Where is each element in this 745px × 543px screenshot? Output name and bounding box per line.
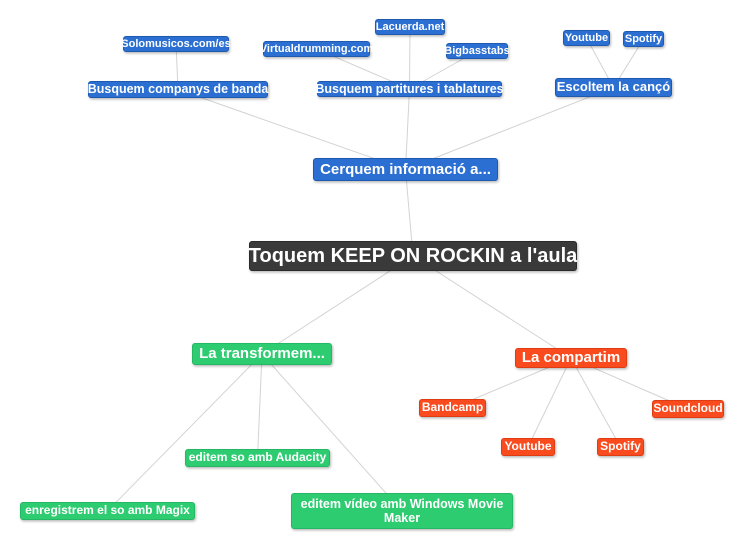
mindmap-node-busquem-partitures[interactable]: Busquem partitures i tablatures [315, 81, 504, 97]
connector-cerquem-busquem-partitures [405, 88, 410, 170]
mindmap-node-bandcamp[interactable]: Bandcamp [419, 399, 486, 417]
mindmap-node-transformem[interactable]: La transformem... [192, 343, 332, 365]
connector-compartim-spotify-red [570, 357, 621, 448]
connector-compartim-youtube-red [527, 357, 572, 448]
mindmap-node-bigbasstabs[interactable]: Bigbasstabs [444, 43, 510, 59]
mindmap-node-soundcloud[interactable]: Soundcloud [652, 400, 724, 418]
connector-transformem-moviemaker [261, 353, 403, 512]
mindmap-node-spotify-blue[interactable]: Spotify [623, 31, 664, 47]
mindmap-node-busquem-companys[interactable]: Busquem companys de banda [87, 81, 269, 98]
connector-central-transformem [261, 255, 414, 355]
mindmap-node-central[interactable]: Toquem KEEP ON ROCKIN a l'aula [249, 241, 577, 271]
mindmap-node-solomusicos[interactable]: Solomusicos.com/es [121, 36, 231, 52]
connector-central-compartim [412, 255, 572, 359]
mindmap-node-escoltem[interactable]: Escoltem la cançó [555, 78, 672, 97]
mindmap-node-youtube-red[interactable]: Youtube [501, 438, 555, 456]
connector-cerquem-busquem-companys [177, 89, 406, 170]
connector-transformem-magix [107, 353, 263, 512]
connector-cerquem-escoltem [405, 87, 614, 170]
mindmap-node-audacity[interactable]: editem so amb Audacity [185, 449, 330, 467]
mindmap-node-compartim[interactable]: La compartim [515, 348, 627, 368]
mindmap-node-virtualdrumming[interactable]: Virtualdrumming.com [260, 41, 373, 57]
mindmap-node-youtube-blue[interactable]: Youtube [563, 30, 610, 46]
mindmap-node-moviemaker[interactable]: editem vídeo amb Windows Movie Maker [291, 493, 513, 529]
connector-transformem-audacity [257, 353, 263, 459]
mindmap-node-cerquem[interactable]: Cerquem informació a... [313, 158, 498, 181]
mindmap-node-magix[interactable]: enregistrem el so amb Magix [20, 502, 195, 520]
connector-busquem-partitures-lacuerda [409, 26, 411, 90]
mindmap-node-lacuerda[interactable]: Lacuerda.net [375, 19, 445, 35]
mindmap-node-spotify-red[interactable]: Spotify [597, 438, 644, 456]
